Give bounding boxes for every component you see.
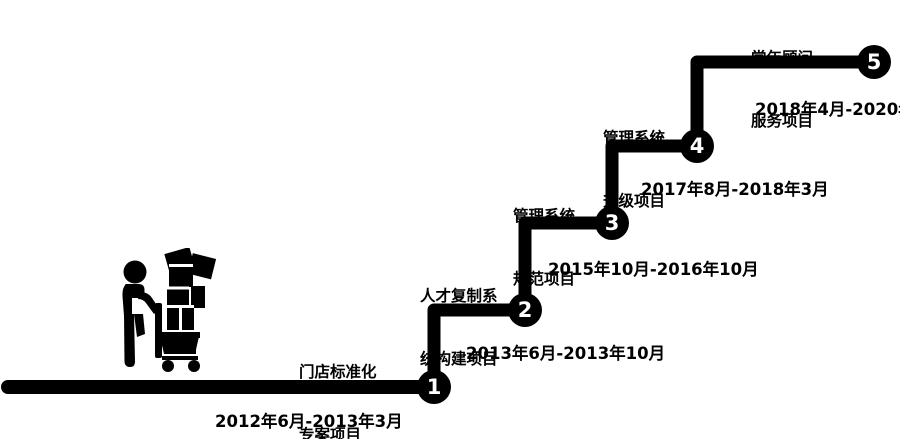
step-project-label-5: 常年顾问 服务项目 [751,6,813,173]
step-project-line1-4: 管理系统 [603,128,666,147]
step-project-line2-4: 升级项目 [603,191,666,210]
step-project-line2-1: 专案项目 [299,425,362,439]
step-project-line2-5: 服务项目 [751,111,814,130]
step-project-line1-2: 人才复制系 [420,286,498,305]
step-date-label-3: 2015年10月-2016年10月 [548,260,759,279]
step-marker-3[interactable]: 3 [595,206,629,240]
stair-line-group [1,55,881,394]
riser-3-to-4 [605,139,704,230]
step-date-label-1: 2012年6月-2013年3月 [215,412,403,431]
step-project-line2-3: 规范项目 [513,269,576,288]
riser-1-to-2 [427,303,532,394]
riser-2-to-3 [518,216,619,317]
step-project-line1-1: 门店标准化 [299,362,377,381]
step-project-line1-3: 管理系统 [513,206,576,225]
step-project-line1-5: 常年顾问 [751,48,814,67]
step-date-label-2: 2013年6月-2013年10月 [466,344,666,363]
step-project-line2-2: 统构建项目 [420,349,498,368]
step-marker-5[interactable]: 5 [857,45,891,79]
step-marker-1[interactable]: 1 [417,370,451,404]
step-project-label-3: 管理系统 规范项目 [513,164,575,331]
step-marker-4[interactable]: 4 [680,129,714,163]
step-date-label-5: 2018年4月-2020年 [755,100,900,119]
worker-pushing-cart-icon [122,248,217,372]
step-date-label-4: 2017年8月-2018年3月 [641,180,829,199]
step-project-label-1: 门店标准化 专案项目 [299,320,377,439]
step-marker-2[interactable]: 2 [508,293,542,327]
step-project-label-2: 人才复制系 统构建项目 [420,244,498,411]
step-project-label-4: 管理系统 升级项目 [603,86,665,253]
riser-4-to-5 [690,55,881,153]
